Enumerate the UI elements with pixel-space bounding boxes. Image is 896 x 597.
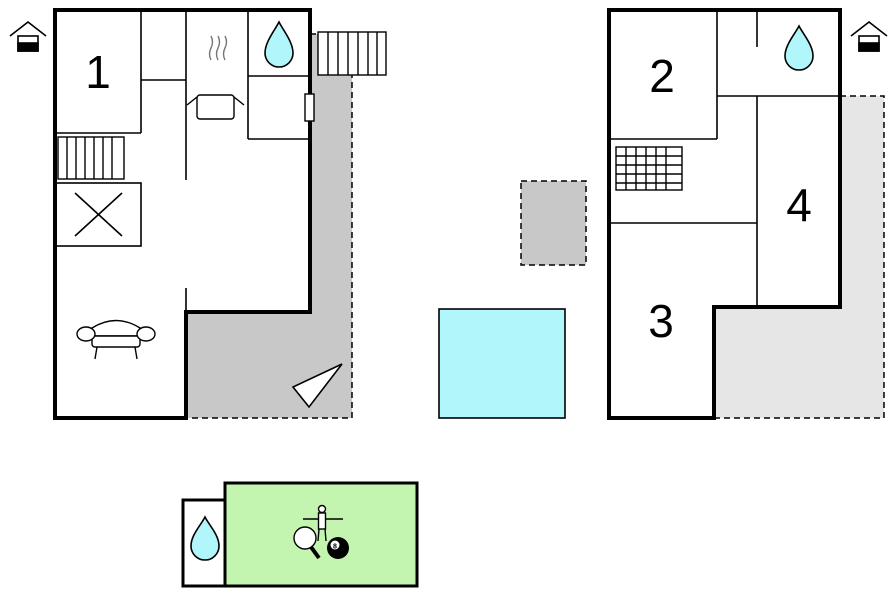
water-drop-icon (264, 20, 294, 68)
billiards-ball-icon: 8 (327, 537, 349, 559)
upper-floor-outer-wall (607, 8, 842, 420)
swimming-pool (438, 308, 566, 419)
room-number-2: 2 (649, 50, 675, 102)
upper-floor: 2 4 3 (607, 8, 888, 420)
house-entrance-icon (850, 20, 888, 52)
stairs-inner (57, 136, 125, 180)
billiards-ball-label: 8 (333, 544, 337, 551)
games-room (223, 481, 419, 588)
sofa-icon (76, 319, 156, 360)
room-number-3: 3 (648, 295, 674, 347)
stairs-outside (317, 31, 387, 76)
games-room-building: 8 (181, 481, 419, 588)
door-marker (304, 93, 315, 122)
water-drop-icon (190, 515, 220, 561)
ground-floor: 1 (9, 8, 387, 420)
water-drop-icon (784, 24, 814, 71)
ground-floor-interior-walls (54, 10, 310, 312)
stairs-upper (615, 146, 683, 191)
table-football-icon (303, 504, 343, 542)
upper-floor-interior-walls (609, 10, 840, 307)
house-entrance-icon (9, 20, 47, 52)
terrace-small (520, 180, 587, 266)
room-number-1: 1 (85, 46, 111, 98)
sunbed-icon (291, 363, 343, 409)
cooking-pot-icon (186, 35, 245, 120)
table-tennis-icon (293, 526, 321, 560)
room-number-4: 4 (786, 179, 812, 231)
